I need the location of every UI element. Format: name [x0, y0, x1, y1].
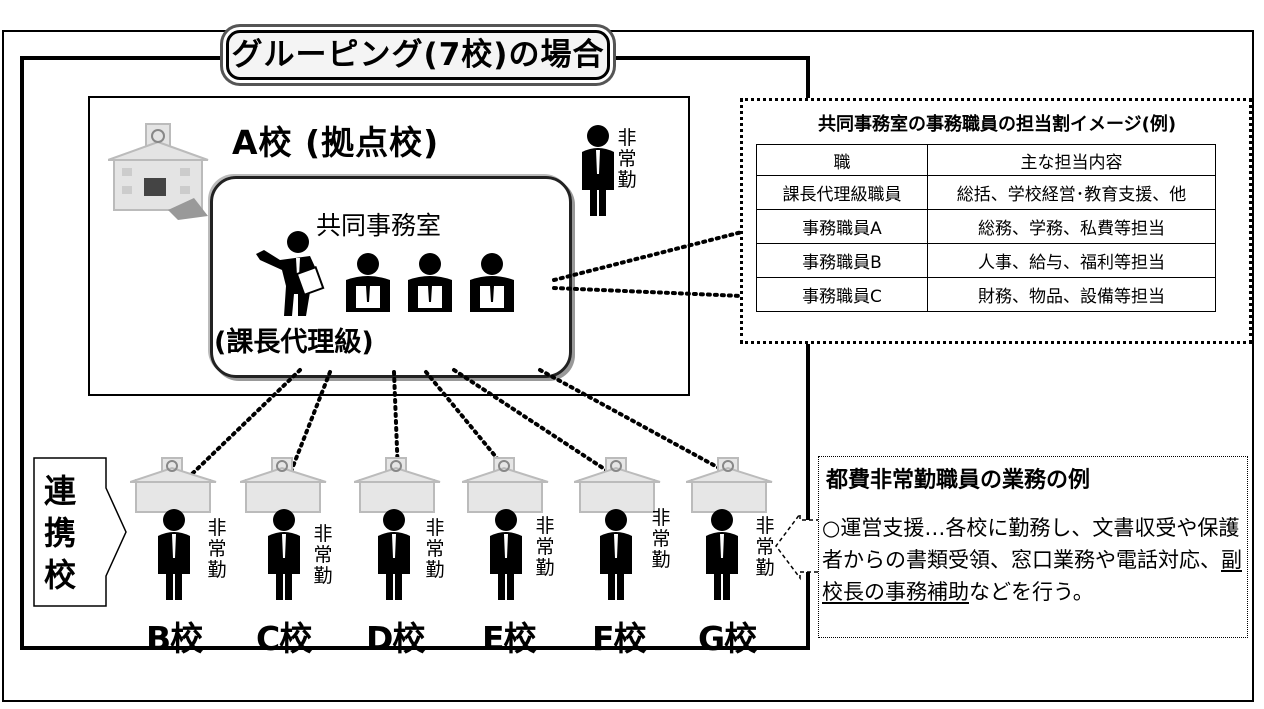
info-callout-arrow	[775, 511, 820, 581]
connector-a-to-g	[538, 368, 732, 476]
table-cell: 事務職員A	[756, 209, 928, 244]
table-row: 事務職員B 人事、給与、福利等担当	[756, 243, 1216, 278]
hub-school-role: (拠点校)	[305, 123, 440, 162]
hub-school-title: A校 (拠点校)	[232, 116, 439, 164]
school-building-icon	[686, 457, 773, 513]
table-row: 事務職員C 財務、物品、設備等担当	[756, 277, 1216, 312]
presenter-icon	[256, 231, 325, 316]
desk-worker-icon	[470, 253, 514, 312]
part-time-info-box	[818, 456, 1248, 638]
part-time-label: 非常勤	[313, 523, 333, 587]
table-header-cell: 主な担当内容	[927, 144, 1216, 176]
school-name: G校	[698, 619, 757, 658]
role-table-caption: 共同事務室の事務職員の担当割イメージ(例)	[817, 114, 1177, 135]
part-time-info-body: ○運営支援…各校に勤務し、文書収受や保護者からの書類受領、窓口業務や電話対応、副…	[822, 512, 1242, 608]
staff-person-icon	[158, 509, 190, 600]
staff-person-icon	[378, 509, 410, 600]
school-name: B校	[146, 619, 203, 658]
school-building-icon	[108, 123, 209, 220]
desk-worker-icon	[346, 253, 390, 312]
staff-person-icon	[268, 509, 300, 600]
table-cell: 事務職員B	[756, 243, 928, 278]
info-body-suffix: などを行う。	[969, 580, 1094, 604]
linked-schools-label: 連携校	[34, 460, 116, 608]
staff-person-icon	[582, 125, 614, 216]
table-cell: 事務職員C	[756, 277, 928, 312]
connector-a-to-f	[452, 368, 614, 476]
school-name: D校	[366, 619, 425, 658]
desk-worker-icon	[408, 253, 452, 312]
linked-schools-arrow	[33, 457, 127, 607]
table-cell: 総括、学校経営･教育支援、他	[927, 175, 1216, 210]
table-header-cell: 職	[756, 144, 928, 176]
school-name: E校	[482, 619, 537, 658]
linked-schools-text: 連携校	[44, 472, 77, 594]
school-name: F校	[592, 619, 647, 658]
diagram-title: グルーピング(7校)の場合	[226, 30, 610, 80]
joint-office-title: 共同事務室	[316, 211, 442, 240]
office-rank-label: (課長代理級)	[214, 327, 374, 358]
table-row: 事務職員A 総務、学務、私費等担当	[756, 209, 1216, 244]
staff-person-icon	[600, 509, 632, 600]
part-time-label: 非常勤	[535, 515, 555, 579]
outer-frame	[2, 30, 1254, 702]
school-name: C校	[256, 619, 312, 658]
school-building-icon	[130, 457, 217, 513]
hub-school-name: A校	[232, 123, 293, 162]
part-time-label: 非常勤	[755, 515, 775, 579]
school-building-icon	[354, 457, 441, 513]
connector-office-to-table	[552, 286, 744, 298]
school-building-icon	[574, 457, 661, 513]
connector-a-to-c	[288, 370, 332, 476]
hub-school-box	[88, 96, 690, 396]
part-time-label: 非常勤	[651, 507, 671, 571]
table-cell: 人事、給与、福利等担当	[927, 243, 1216, 278]
info-body-emphasis: 副校長の事務補助	[822, 548, 1242, 604]
info-body-prefix: ○運営支援…各校に勤務し、文書収受や保護者からの書類受領、窓口業務や電話対応、	[822, 516, 1240, 572]
part-time-info-title: 都費非常勤職員の業務の例	[826, 468, 1091, 493]
hub-part-time-label: 非常勤	[617, 127, 637, 191]
school-building-icon	[462, 457, 549, 513]
table-header-row: 職 主な担当内容	[756, 144, 1216, 176]
part-time-label: 非常勤	[207, 517, 227, 581]
connector-office-to-table	[552, 230, 744, 282]
staff-person-icon	[706, 509, 738, 600]
school-building-icon	[240, 457, 327, 513]
staff-person-icon	[490, 509, 522, 600]
part-time-label: 非常勤	[425, 517, 445, 581]
role-table: 職 主な担当内容 課長代理級職員 総括、学校経営･教育支援、他 事務職員A 総務…	[756, 144, 1216, 312]
connector-a-to-b	[190, 368, 302, 476]
table-cell: 総務、学務、私費等担当	[927, 209, 1216, 244]
table-cell: 財務、物品、設備等担当	[927, 277, 1216, 312]
